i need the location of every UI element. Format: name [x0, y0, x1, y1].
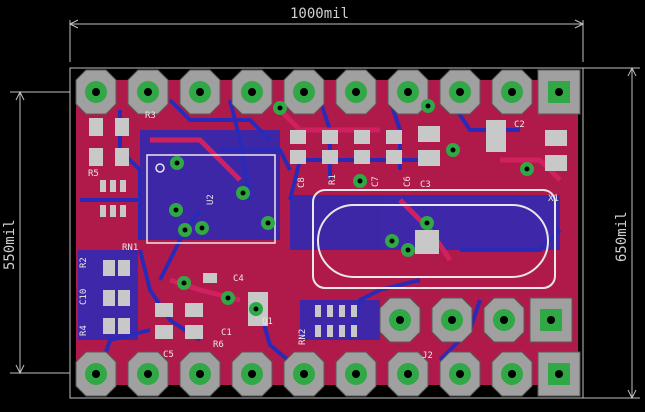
- silk-label-rn2: RN2: [298, 329, 308, 345]
- silk-label-r1: R1: [328, 174, 338, 185]
- dimension-lines: [10, 19, 640, 400]
- silk-label-c5: C5: [163, 350, 174, 360]
- silk-label-r6: R6: [213, 340, 224, 350]
- silk-label-c1: C1: [221, 328, 232, 338]
- silk-label-rn1: RN1: [122, 243, 138, 253]
- silk-label-q1: Q1: [262, 317, 273, 327]
- inner-height-dimension-label: 550mil: [2, 219, 18, 270]
- silk-label-c4: C4: [233, 274, 244, 284]
- outer-height-dimension-label: 650mil: [614, 211, 630, 262]
- board-outline: [69, 67, 584, 399]
- header-bottom-row: [75, 351, 581, 397]
- u2-outline: [146, 154, 276, 244]
- silk-label-c8: C8: [297, 177, 307, 188]
- silk-label-c7: C7: [371, 176, 381, 187]
- silk-label-c10: C10: [79, 289, 89, 305]
- silk-label-j2: J2: [422, 351, 433, 361]
- width-dimension-label: 1000mil: [290, 6, 349, 22]
- silk-label-c2: C2: [514, 120, 525, 130]
- silk-label-r2: R2: [79, 257, 89, 268]
- silk-label-r5: R5: [88, 169, 99, 179]
- silk-label-r3: R3: [145, 111, 156, 121]
- silk-label-u2: U2: [206, 194, 216, 205]
- silk-label-c3: C3: [420, 180, 431, 190]
- smd-pads: [89, 118, 567, 339]
- header-top-pads: [75, 69, 581, 115]
- header-top-row: [75, 69, 581, 115]
- silk-label-x1: X1: [548, 194, 559, 204]
- header-j2: [379, 297, 573, 343]
- silk-label-c6: C6: [403, 176, 413, 187]
- silk-label-r4: R4: [79, 325, 89, 336]
- crystal-x1-outline: [312, 189, 556, 289]
